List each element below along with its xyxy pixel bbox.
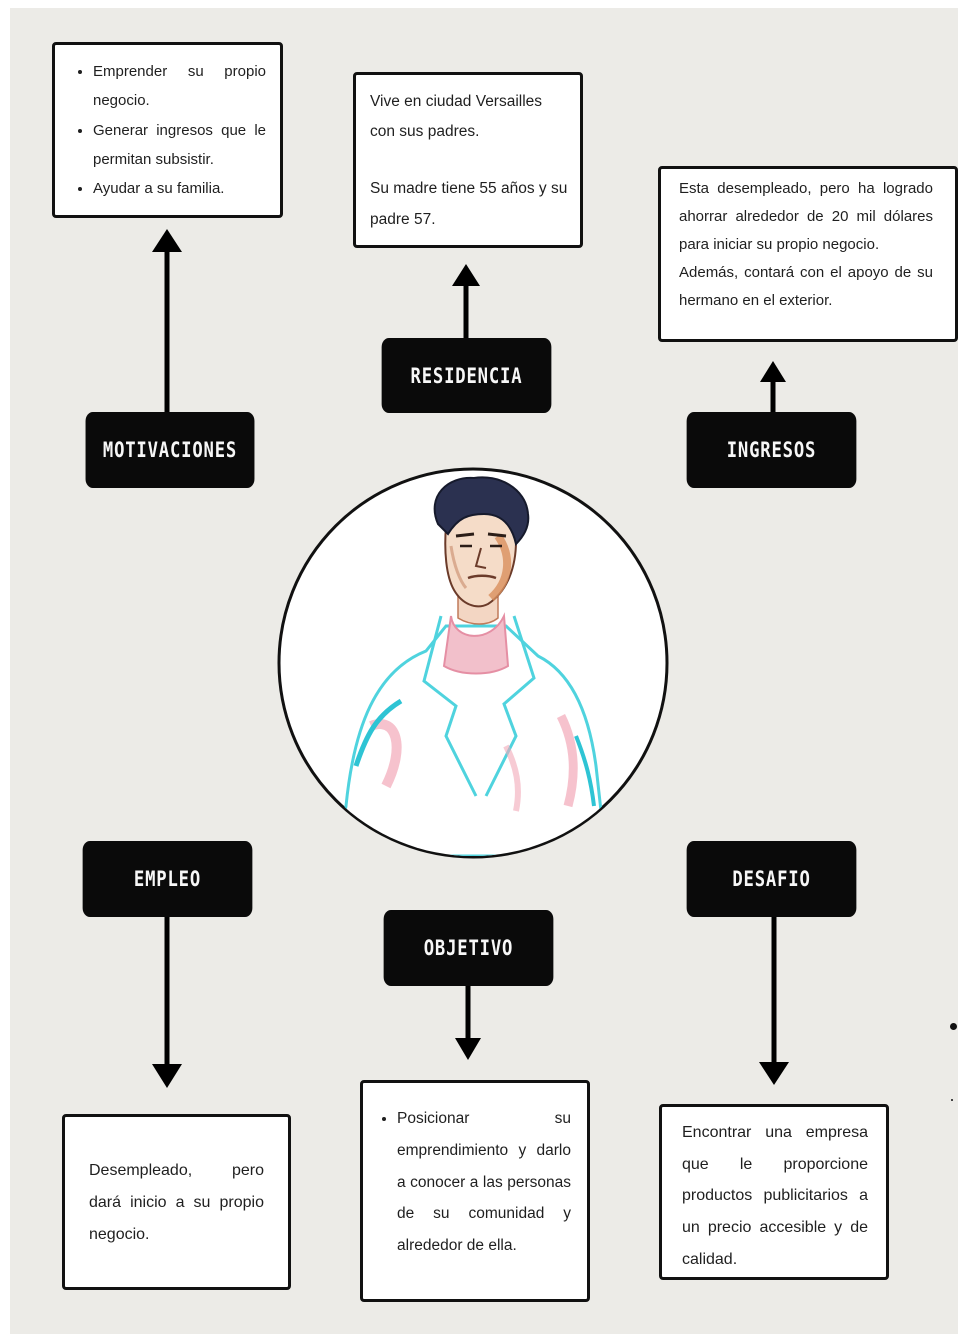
arrowhead-desafio xyxy=(759,1062,789,1085)
persona-portrait xyxy=(276,466,670,860)
label-objetivo: OBJETIVO xyxy=(383,910,554,986)
ingresos-text-1: Esta desempleado, pero ha logrado ahorra… xyxy=(679,180,933,253)
arrowhead-objetivo xyxy=(455,1038,481,1060)
ingresos-text-2: Además, contará con el apoyo de su herma… xyxy=(679,263,933,309)
motivaciones-item: Ayudar a su familia. xyxy=(93,174,266,203)
residencia-text-1: Vive en ciudad Versailles con sus padres… xyxy=(370,93,543,141)
desafio-text: Encontrar una empresa que le proporcione… xyxy=(682,1124,868,1268)
motivaciones-list: Emprender su propio negocio. Generar ing… xyxy=(75,57,266,203)
empleo-text: Desempleado, pero dará inicio a su propi… xyxy=(89,1162,264,1243)
residencia-card: Vive en ciudad Versailles con sus padres… xyxy=(353,72,583,248)
objetivo-card: Posicionar su emprendimiento y darlo a c… xyxy=(360,1080,590,1302)
motivaciones-item: Generar ingresos que le permitan subsist… xyxy=(93,116,266,175)
ingresos-card: Esta desempleado, pero ha logrado ahorra… xyxy=(658,166,958,342)
label-desafio: DESAFIO xyxy=(686,841,857,917)
label-residencia: RESIDENCIA xyxy=(381,338,552,413)
arrowhead-ingresos xyxy=(760,361,786,382)
objetivo-list: Posicionar su emprendimiento y darlo a c… xyxy=(373,1103,571,1262)
label-ingresos: INGRESOS xyxy=(686,412,857,488)
man-portrait-icon xyxy=(277,467,669,859)
label-motivaciones: MOTIVACIONES xyxy=(85,412,255,488)
label-empleo: EMPLEO xyxy=(82,841,253,917)
arrowhead-empleo xyxy=(152,1064,182,1088)
bullet-dot xyxy=(950,1023,957,1030)
desafio-card: Encontrar una empresa que le proporcione… xyxy=(659,1104,889,1280)
arrowhead-residencia xyxy=(452,264,480,286)
arrowhead-motivaciones xyxy=(152,229,182,252)
residencia-text-2: Su madre tiene 55 años y su padre 57. xyxy=(370,180,568,228)
objetivo-item: Posicionar su emprendimiento y darlo a c… xyxy=(397,1103,571,1262)
motivaciones-card: Emprender su propio negocio. Generar ing… xyxy=(52,42,283,218)
stray-dot xyxy=(951,1099,953,1101)
empleo-card: Desempleado, pero dará inicio a su propi… xyxy=(62,1114,291,1290)
motivaciones-item: Emprender su propio negocio. xyxy=(93,57,266,116)
